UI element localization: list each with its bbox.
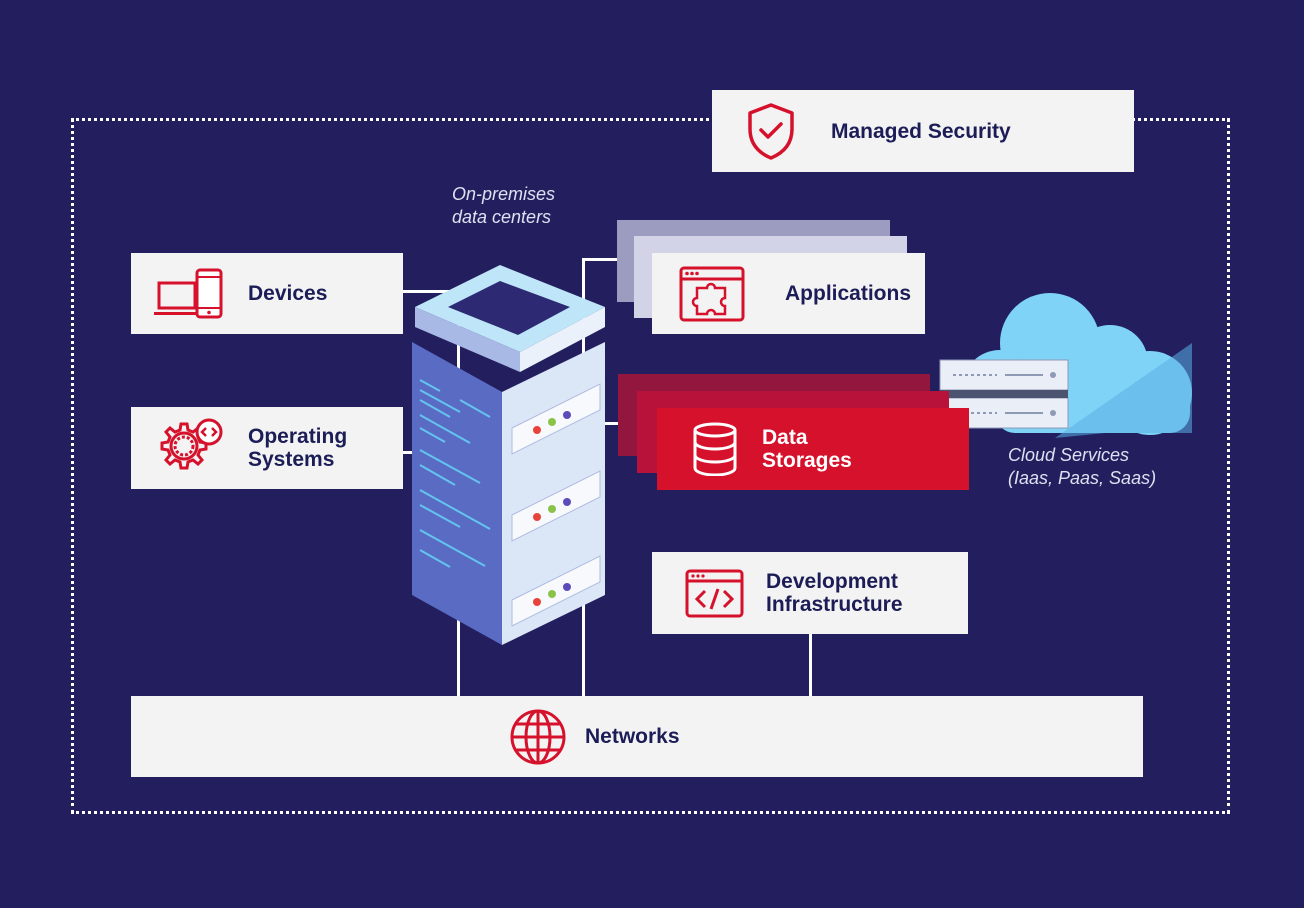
cloud-server-icon — [939, 293, 1192, 438]
laptop-phone-icon — [154, 268, 223, 318]
applications-label: Applications — [785, 282, 912, 305]
networks-box: Networks — [131, 696, 1143, 777]
connector-apps-h — [584, 258, 624, 261]
server-rack-icon — [412, 265, 605, 645]
data-storages-box: Data Storages — [657, 408, 969, 490]
development-infrastructure-box: Development Infrastructure — [652, 552, 968, 634]
devices-label: Devices — [248, 282, 328, 305]
operating-systems-box: Operating Systems — [131, 407, 403, 489]
managed-security-box: Managed Security — [712, 90, 1134, 172]
shield-check-icon — [748, 103, 794, 160]
development-infrastructure-label: Development Infrastructure — [766, 570, 903, 616]
connector-devices-h — [403, 290, 460, 293]
devices-box: Devices — [131, 253, 403, 334]
data-storages-label: Data Storages — [762, 426, 852, 472]
networks-label: Networks — [585, 725, 680, 748]
code-window-icon — [685, 569, 744, 617]
on-premises-note: On-premises data centers — [452, 184, 556, 227]
database-icon — [693, 422, 737, 476]
applications-box: Applications — [652, 253, 925, 334]
browser-puzzle-icon — [679, 266, 745, 321]
connector-dev-infra-v — [809, 632, 812, 696]
cloud-services-note: Cloud Services (Iaas, Paas, Saas) — [1008, 445, 1157, 488]
globe-icon — [510, 709, 566, 764]
managed-security-label: Managed Security — [831, 119, 1011, 143]
gear-code-icon — [160, 418, 223, 470]
security-boundary — [71, 118, 1230, 814]
operating-systems-label: Operating Systems — [248, 425, 348, 471]
